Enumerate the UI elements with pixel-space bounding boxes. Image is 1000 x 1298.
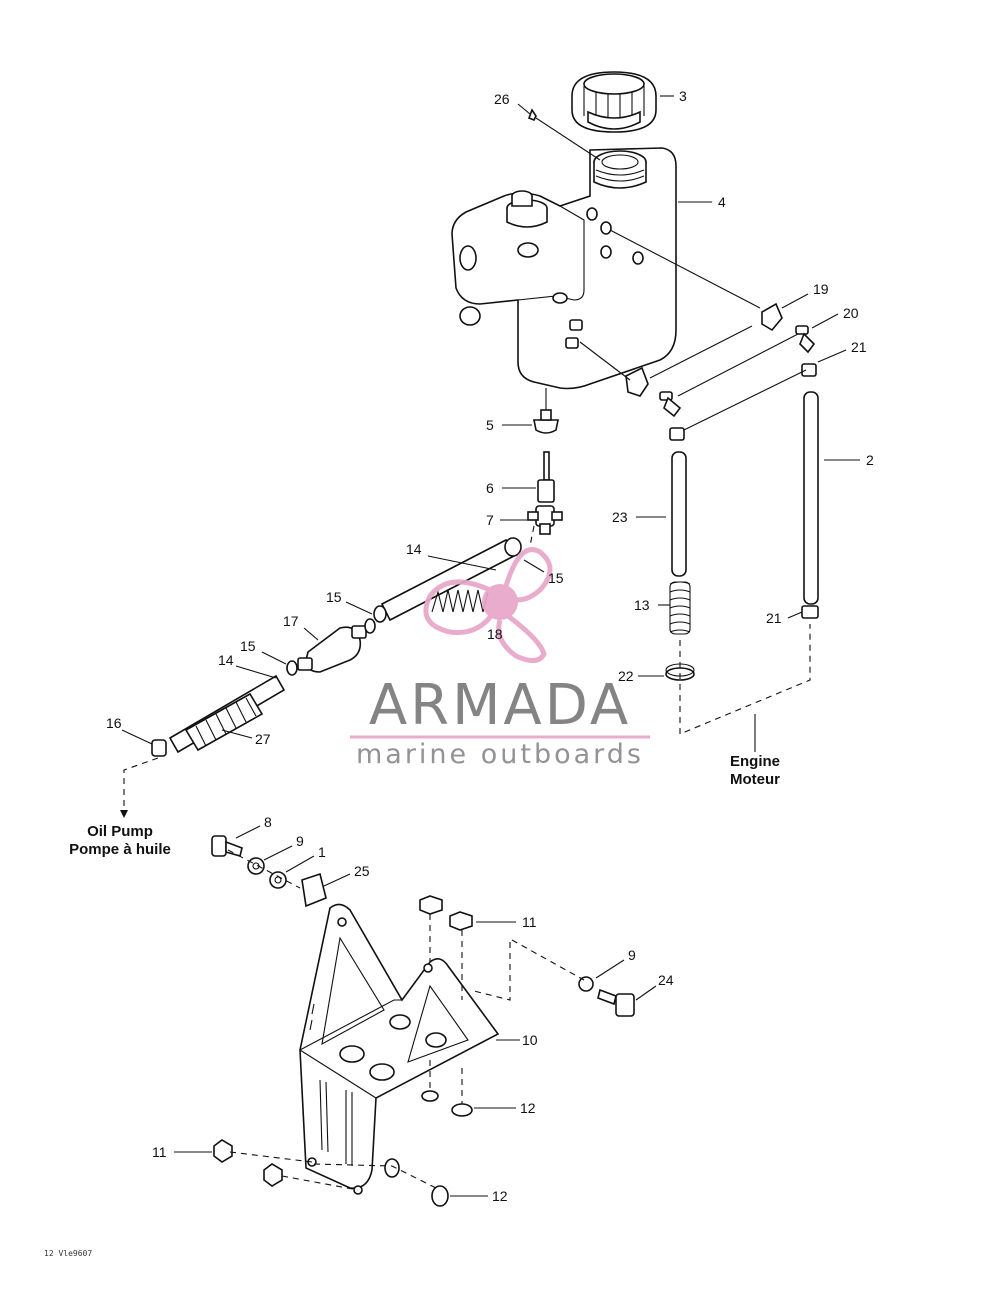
callout-16: 16 bbox=[106, 715, 122, 731]
clamp-left bbox=[669, 427, 685, 441]
engine-note-en: Engine bbox=[730, 753, 780, 770]
fuel-valve bbox=[537, 451, 555, 503]
oilpump-note-fr: Pompe à huile bbox=[69, 841, 171, 858]
callout-27: 27 bbox=[255, 731, 271, 747]
callout-14-upper: 14 bbox=[406, 541, 422, 557]
washer-9 bbox=[247, 857, 265, 875]
callout-22: 22 bbox=[618, 668, 634, 684]
nut-bottom-b bbox=[263, 1163, 283, 1187]
watermark-brand: ARMADA bbox=[369, 673, 631, 738]
callout-15-upper: 15 bbox=[548, 570, 564, 586]
protective-sleeve bbox=[184, 692, 264, 752]
oil-tank bbox=[451, 147, 677, 390]
propeller-hub bbox=[482, 584, 518, 620]
propeller-logo bbox=[423, 547, 553, 663]
screw-8 bbox=[211, 835, 243, 857]
callout-19: 19 bbox=[813, 281, 829, 297]
hose-23 bbox=[671, 451, 687, 577]
grommet-left bbox=[625, 366, 649, 397]
callout-15-mid: 15 bbox=[326, 589, 342, 605]
grommet-19 bbox=[761, 302, 783, 332]
callout-21-top: 21 bbox=[851, 339, 867, 355]
mounting-bracket bbox=[299, 903, 500, 1195]
clip bbox=[301, 872, 327, 908]
oil-filter bbox=[297, 625, 367, 673]
leader-lines bbox=[121, 95, 860, 1197]
callout-5: 5 bbox=[486, 417, 494, 433]
nut-top-right bbox=[449, 911, 473, 931]
washer-12-b bbox=[451, 1103, 473, 1117]
notes: Engine Moteur Oil Pump Pompe à huile bbox=[69, 714, 780, 858]
callout-15-lower: 15 bbox=[240, 638, 256, 654]
elbow-20 bbox=[795, 325, 816, 354]
connector bbox=[151, 739, 167, 757]
spring bbox=[431, 589, 489, 613]
callout-12-right: 12 bbox=[520, 1100, 536, 1116]
callout-11-top: 11 bbox=[522, 914, 537, 930]
nut-top-left bbox=[419, 895, 443, 915]
callout-18: 18 bbox=[487, 626, 503, 642]
clamp-21-bottom bbox=[801, 605, 819, 619]
drawing-code: 12 Vle9607 bbox=[44, 1249, 92, 1258]
callout-23: 23 bbox=[612, 509, 628, 525]
callout-14-lower: 14 bbox=[218, 652, 234, 668]
callout-20: 20 bbox=[843, 305, 859, 321]
washer-9-right bbox=[578, 976, 594, 992]
filler-cap bbox=[571, 71, 657, 133]
callout-7: 7 bbox=[486, 512, 494, 528]
callout-9-left: 9 bbox=[296, 833, 304, 849]
tee-fitting bbox=[527, 505, 563, 535]
callout-1: 1 bbox=[318, 844, 326, 860]
screw-24 bbox=[597, 988, 635, 1017]
callout-labels: 26 3 4 19 20 21 2 5 6 7 23 14 15 15 13 2… bbox=[106, 88, 874, 1204]
engine-note-fr: Moteur bbox=[730, 771, 780, 788]
callout-8: 8 bbox=[264, 814, 272, 830]
nut-bottom-a bbox=[213, 1139, 233, 1163]
washer-12-d bbox=[431, 1185, 449, 1207]
callout-12-bottom: 12 bbox=[492, 1188, 508, 1204]
callout-24: 24 bbox=[658, 972, 674, 988]
callout-13: 13 bbox=[634, 597, 650, 613]
outlet-fitting bbox=[533, 409, 559, 434]
hose-2 bbox=[803, 391, 819, 605]
oilpump-note-en: Oil Pump bbox=[87, 823, 153, 840]
watermark: ARMADA marine outboards bbox=[350, 547, 650, 770]
callout-6: 6 bbox=[486, 480, 494, 496]
washer-12-c bbox=[384, 1158, 400, 1178]
callout-11-bottom: 11 bbox=[152, 1144, 167, 1160]
gasket bbox=[527, 108, 537, 122]
washer-12-a bbox=[421, 1090, 439, 1102]
elbow-left bbox=[659, 391, 682, 418]
washer-1 bbox=[269, 871, 287, 889]
callout-25: 25 bbox=[354, 863, 370, 879]
callout-21-bottom: 21 bbox=[766, 610, 782, 626]
watermark-tagline: marine outboards bbox=[356, 739, 644, 770]
callout-3: 3 bbox=[679, 88, 687, 104]
callout-17: 17 bbox=[283, 613, 299, 629]
callout-10: 10 bbox=[522, 1032, 538, 1048]
callout-26: 26 bbox=[494, 91, 510, 107]
callout-9-right: 9 bbox=[628, 947, 636, 963]
callout-2: 2 bbox=[866, 452, 874, 468]
clamp-21-top bbox=[801, 363, 817, 377]
callout-4: 4 bbox=[718, 194, 726, 210]
spring-13 bbox=[669, 581, 691, 635]
